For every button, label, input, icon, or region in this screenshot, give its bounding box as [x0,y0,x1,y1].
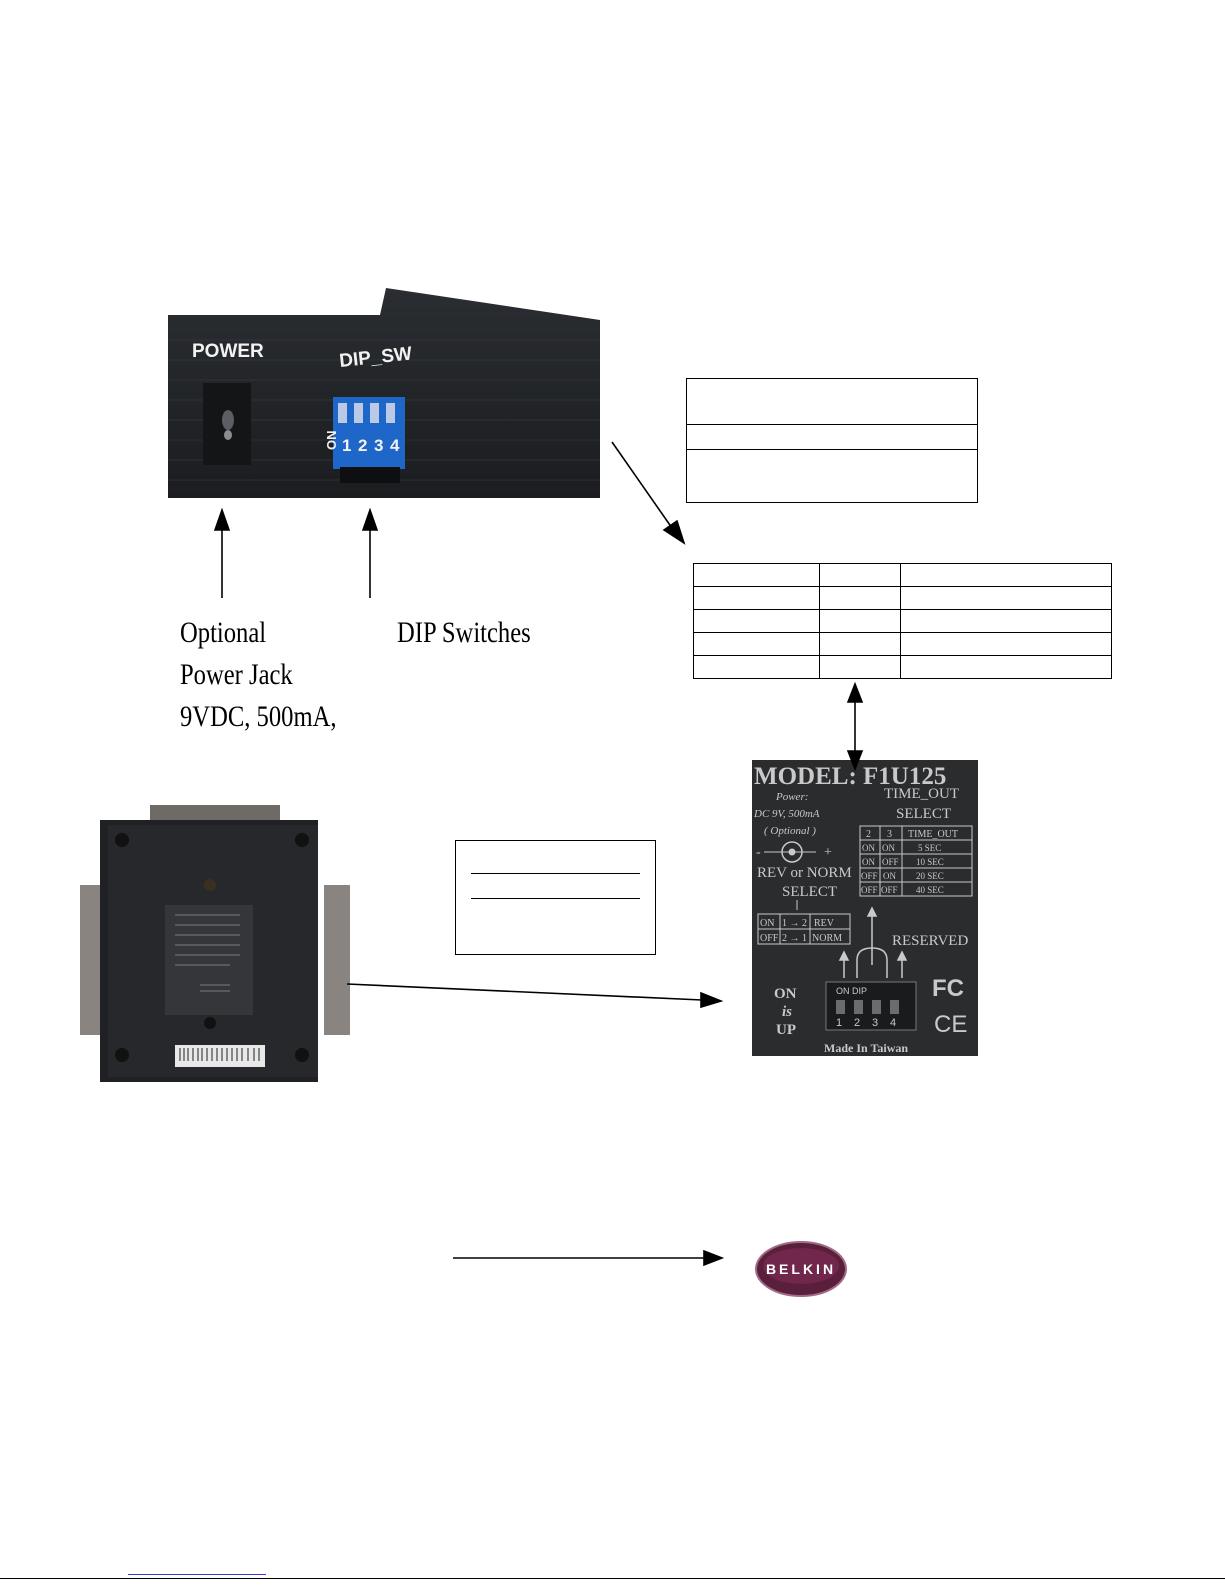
dip-number: 1 [836,1017,842,1029]
timeout-cell: ON [862,843,875,853]
table-row [693,563,1112,587]
fcc-mark: FC [932,975,964,1002]
dip-switches-caption: DIP Switches [397,612,531,654]
table-row [693,655,1112,679]
timeout-header: 3 [887,829,892,840]
dip-switch-arrow [361,507,379,598]
product-label-closeup: MODEL: F1U125 Power: DC 9V, 500mA ( Opti… [752,760,978,1056]
on-is-up-text: is [782,1004,792,1020]
dc-jack-symbol [764,841,816,863]
mode-cell: NORM [812,933,842,944]
switch-number: 1 [342,436,351,455]
timeout-cell: ON [883,871,896,881]
caption-line: 9VDC, 500mA, [180,700,337,733]
table-label-double-arrow [846,681,864,772]
select-text: SELECT [782,884,837,900]
on-is-up-text: ON [774,986,797,1002]
switch-number: 2 [358,436,367,455]
callout-box-middle [455,840,656,955]
mode-cell: 2 → 1 [782,933,807,944]
caption-line: Power Jack [180,658,293,691]
caption-line: DIP Switches [397,616,531,649]
mode-cell: 1 → 2 [782,918,807,929]
divider [471,873,640,874]
divider [687,449,977,450]
made-in-text: Made In Taiwan [824,1041,908,1055]
mode-cell: REV [814,918,835,929]
timeout-cell: OFF [861,885,878,895]
timeout-title: TIME_OUT [884,786,959,802]
ce-mark: CE [934,1011,967,1038]
timeout-cell: ON [862,857,875,867]
timeout-header: TIME_OUT [908,829,958,840]
divider [471,898,640,899]
timeout-header: 2 [866,829,871,840]
minus-sign: - [756,845,761,860]
timeout-cell: ON [882,843,895,853]
logo-text: BELKIN [766,1261,836,1277]
logo-arrow [453,1249,725,1267]
table-row [693,586,1112,610]
timeout-cell: OFF [861,871,878,881]
photo-to-label-arrow [346,983,724,1009]
table-row [693,609,1112,633]
panel-to-table-arrow [611,441,686,545]
mode-cell: ON [760,918,774,929]
dip-title: ON DIP [836,986,867,996]
switch-number: 4 [390,436,400,455]
power-jack-caption: Optional Power Jack 9VDC, 500mA, [180,612,336,738]
power-jack-arrow [213,507,231,598]
switch-number: 3 [374,436,383,455]
timeout-select: SELECT [896,806,951,822]
power-title: Power: [775,791,808,803]
table-row [693,632,1112,656]
plus-sign: + [824,845,832,860]
power-spec: DC 9V, 500mA [753,808,820,820]
on-is-up-text: UP [776,1022,796,1038]
footer-rule [0,1578,1225,1579]
dip-number: 4 [890,1017,896,1029]
settings-table [693,563,1112,679]
divider [687,424,977,425]
power-port-label: POWER [192,341,264,362]
timeout-cell: 10 SEC [916,857,944,867]
timeout-cell: OFF [881,885,898,895]
timeout-cell: 40 SEC [916,885,944,895]
reserved-text: RESERVED [892,933,968,949]
front-panel-photo: POWER DIP_SW ON 1 2 3 4 [168,285,600,500]
dip-number: 3 [872,1017,878,1029]
timeout-cell: 20 SEC [916,871,944,881]
switch-pointer-arrows [838,906,908,978]
dip-number: 2 [854,1017,860,1029]
callout-box-top [686,378,978,503]
device-bottom-photo [80,805,350,1087]
timeout-cell: OFF [882,857,899,867]
timeout-cell: 5 SEC [918,843,941,853]
optional-text: ( Optional ) [764,825,816,837]
caption-line: Optional [180,616,267,649]
belkin-logo: BELKIN [754,1240,848,1298]
rev-norm-text: REV or NORM [757,865,852,881]
footer-link-underline[interactable] [128,1574,266,1575]
mode-cell: OFF [760,933,779,944]
switch-on-label: ON [324,431,339,451]
